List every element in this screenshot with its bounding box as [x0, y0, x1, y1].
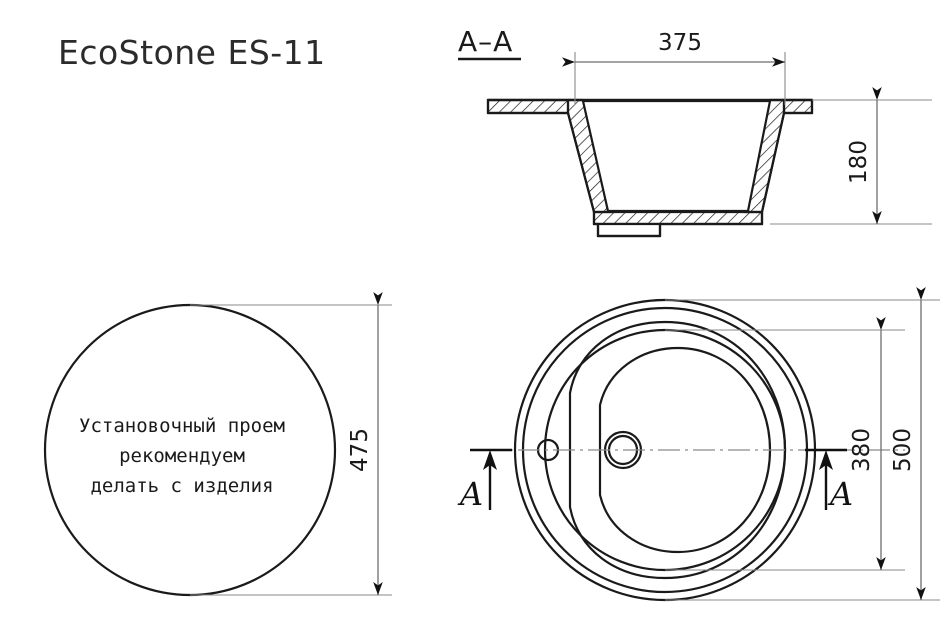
- dimension-label-380: 380: [849, 428, 875, 472]
- dimension-180: 180: [770, 87, 932, 225]
- section-marker-left-label: A: [457, 475, 483, 513]
- cutout-view: Установочный проем рекомендуем делать с …: [43, 292, 392, 597]
- section-arrow-head-left: [483, 450, 497, 470]
- section-marker-right-label: A: [827, 475, 853, 513]
- bowl-inner-cavity: [581, 99, 772, 213]
- dimension-label-500: 500: [890, 428, 916, 472]
- section-label: A–A: [458, 25, 513, 58]
- drain-boss: [596, 222, 662, 238]
- dimension-380: 380: [665, 317, 905, 571]
- dimension-475: 475: [190, 292, 392, 596]
- section-view: [486, 98, 814, 238]
- plan-view: A A 380 500: [457, 287, 940, 602]
- right-rim-flange: [782, 98, 814, 115]
- section-arrow-head-right: [819, 450, 833, 470]
- section-arrow-right: A: [805, 448, 853, 513]
- dimension-label-375: 375: [658, 30, 702, 56]
- cutout-note-line-1: Установочный проем: [79, 415, 285, 437]
- sink-section-outline: [486, 98, 814, 238]
- left-rim-flange: [486, 98, 570, 115]
- page-title: EcoStone ES-11: [58, 33, 326, 72]
- section-arrow-left: A: [457, 448, 512, 513]
- dimension-500: 500: [665, 287, 940, 601]
- dimension-label-180: 180: [846, 140, 872, 184]
- bowl-bottom-slab: [592, 210, 764, 226]
- cutout-note-line-3: делать с изделия: [90, 475, 273, 497]
- section-label-group: A–A: [458, 25, 521, 61]
- dimension-375: 375: [562, 30, 786, 105]
- dimension-label-475: 475: [347, 428, 373, 472]
- cutout-note-line-2: рекомендуем: [119, 445, 245, 467]
